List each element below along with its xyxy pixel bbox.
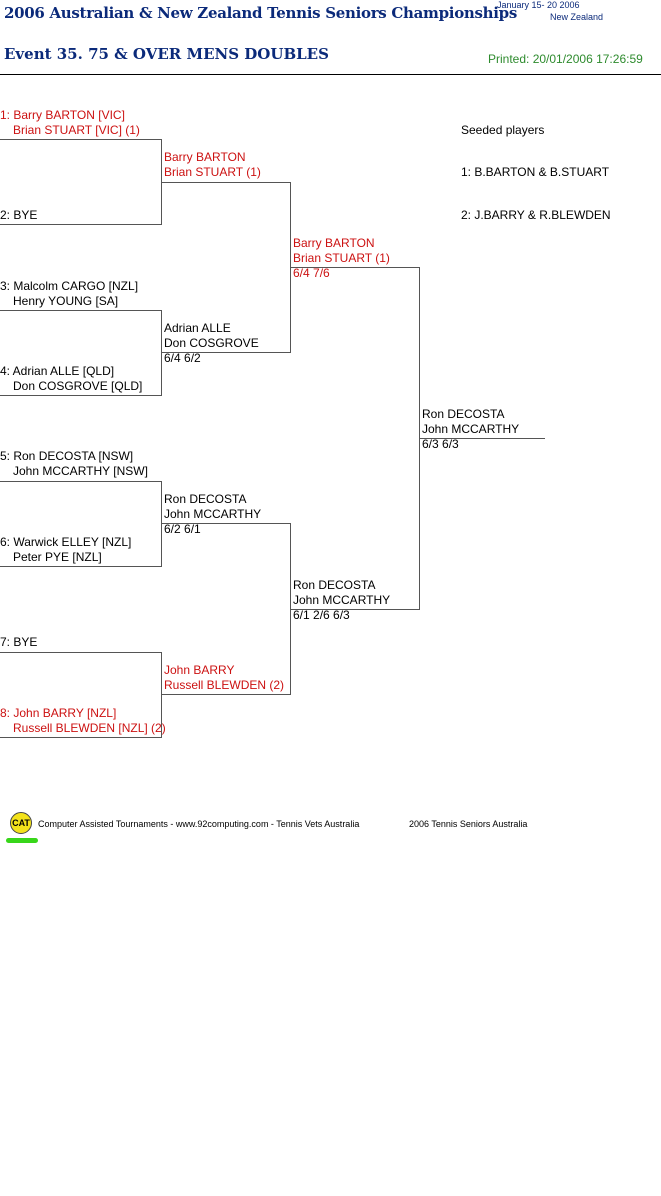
r3-entry-2: Ron DECOSTA John MCCARTHY 6/1 2/6 6/3	[293, 578, 391, 622]
r1-entry-2: 2: BYE	[0, 208, 38, 222]
r3-entry-1: Barry BARTON Brian STUART (1) 6/4 7/6	[293, 236, 390, 280]
r2-line-1	[161, 182, 291, 183]
r1-connector-c	[161, 481, 162, 567]
footer-org: 2006 Tennis Seniors Australia	[409, 819, 528, 829]
r2-line-2	[161, 352, 291, 353]
r3-score-1: 6/4 7/6	[293, 266, 330, 280]
r1-entry-8: 8: John BARRY [NZL] Russell BLEWDEN [NZL…	[0, 706, 166, 735]
printed-timestamp: Printed: 20/01/2006 17:26:59	[488, 52, 643, 66]
r1-connector-d	[161, 652, 162, 738]
r1-entry-6: 6: Warwick ELLEY [NZL] Peter PYE [NZL]	[0, 535, 132, 564]
r2-score-2: 6/4 6/2	[164, 351, 201, 365]
r2-line-3	[161, 523, 291, 524]
r1-line-6	[0, 566, 162, 567]
r1-entry-7: 7: BYE	[0, 635, 38, 649]
r1-entry-3: 3: Malcolm CARGO [NZL] Henry YOUNG [SA]	[0, 279, 139, 308]
seeded-item-1: 1: B.BARTON & B.STUART	[461, 165, 610, 179]
r1-line-5	[0, 481, 162, 482]
cat-logo: CAT	[10, 812, 32, 834]
header-divider	[0, 74, 661, 75]
r2-entry-1: Barry BARTON Brian STUART (1)	[164, 150, 261, 179]
r1-line-2	[0, 224, 162, 225]
r2-score-3: 6/2 6/1	[164, 522, 201, 536]
tournament-title: 2006 Australian & New Zealand Tennis Sen…	[4, 4, 517, 22]
seeded-heading: Seeded players	[461, 123, 545, 137]
r1-entry-4: 4: Adrian ALLE [QLD] Don COSGROVE [QLD]	[0, 364, 143, 393]
r3-score-2: 6/1 2/6 6/3	[293, 608, 350, 622]
tournament-dates: January 15- 20 2006	[497, 0, 580, 10]
r2-line-4	[161, 694, 291, 695]
r1-line-3	[0, 310, 162, 311]
r1-entry-1: 1: Barry BARTON [VIC] Brian STUART [VIC]…	[0, 108, 140, 137]
footer-credit: Computer Assisted Tournaments - www.92co…	[38, 819, 360, 829]
winner-entry: Ron DECOSTA John MCCARTHY 6/3 6/3	[422, 407, 520, 451]
r1-line-1	[0, 139, 162, 140]
r3-line-2	[290, 609, 420, 610]
cat-logo-underline	[6, 838, 38, 843]
r1-line-7	[0, 652, 162, 653]
winner-score: 6/3 6/3	[422, 437, 459, 451]
r1-line-4	[0, 395, 162, 396]
r3-line-1	[290, 267, 420, 268]
r1-connector-b	[161, 310, 162, 396]
r1-line-8	[0, 737, 162, 738]
r2-entry-2: Adrian ALLE Don COSGROVE 6/4 6/2	[164, 321, 259, 365]
r2-entry-4: John BARRY Russell BLEWDEN (2)	[164, 663, 285, 692]
event-title: Event 35. 75 & OVER MENS DOUBLES	[4, 45, 329, 63]
r1-entry-5: 5: Ron DECOSTA [NSW] John MCCARTHY [NSW]	[0, 449, 148, 478]
tournament-location: New Zealand	[550, 12, 604, 22]
winner-line	[419, 438, 545, 439]
seeded-item-2: 2: J.BARRY & R.BLEWDEN	[461, 208, 611, 222]
r2-entry-3: Ron DECOSTA John MCCARTHY 6/2 6/1	[164, 492, 262, 536]
